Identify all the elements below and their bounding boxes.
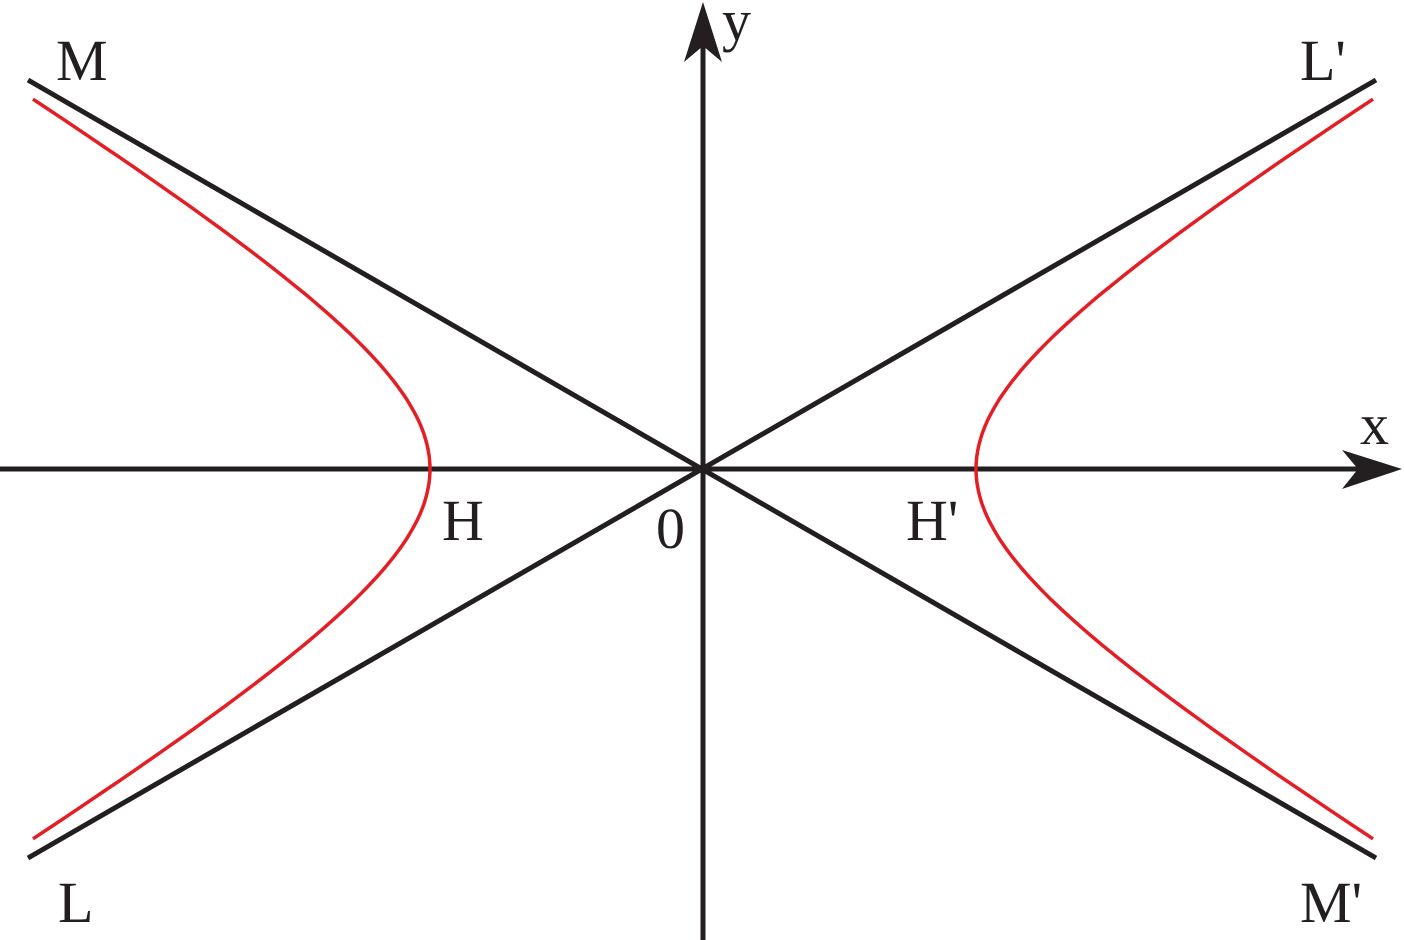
asymptote-LL' — [26, 77, 1378, 861]
x-axis-arrow-icon — [1342, 450, 1402, 489]
label-H: H — [442, 488, 484, 553]
label-y-axis: y — [722, 0, 751, 53]
label-L: L — [58, 870, 93, 935]
label-L-prime: L' — [1300, 28, 1346, 93]
hyperbola-right-branch — [974, 97, 1374, 841]
label-x-axis: x — [1360, 392, 1389, 457]
label-M-prime: M' — [1300, 870, 1362, 935]
hyperbola-left-branch — [32, 97, 432, 841]
label-H-prime: H' — [906, 488, 958, 553]
label-origin: 0 — [656, 496, 685, 561]
y-axis-arrow-icon — [684, 2, 722, 62]
label-M: M — [56, 28, 108, 93]
